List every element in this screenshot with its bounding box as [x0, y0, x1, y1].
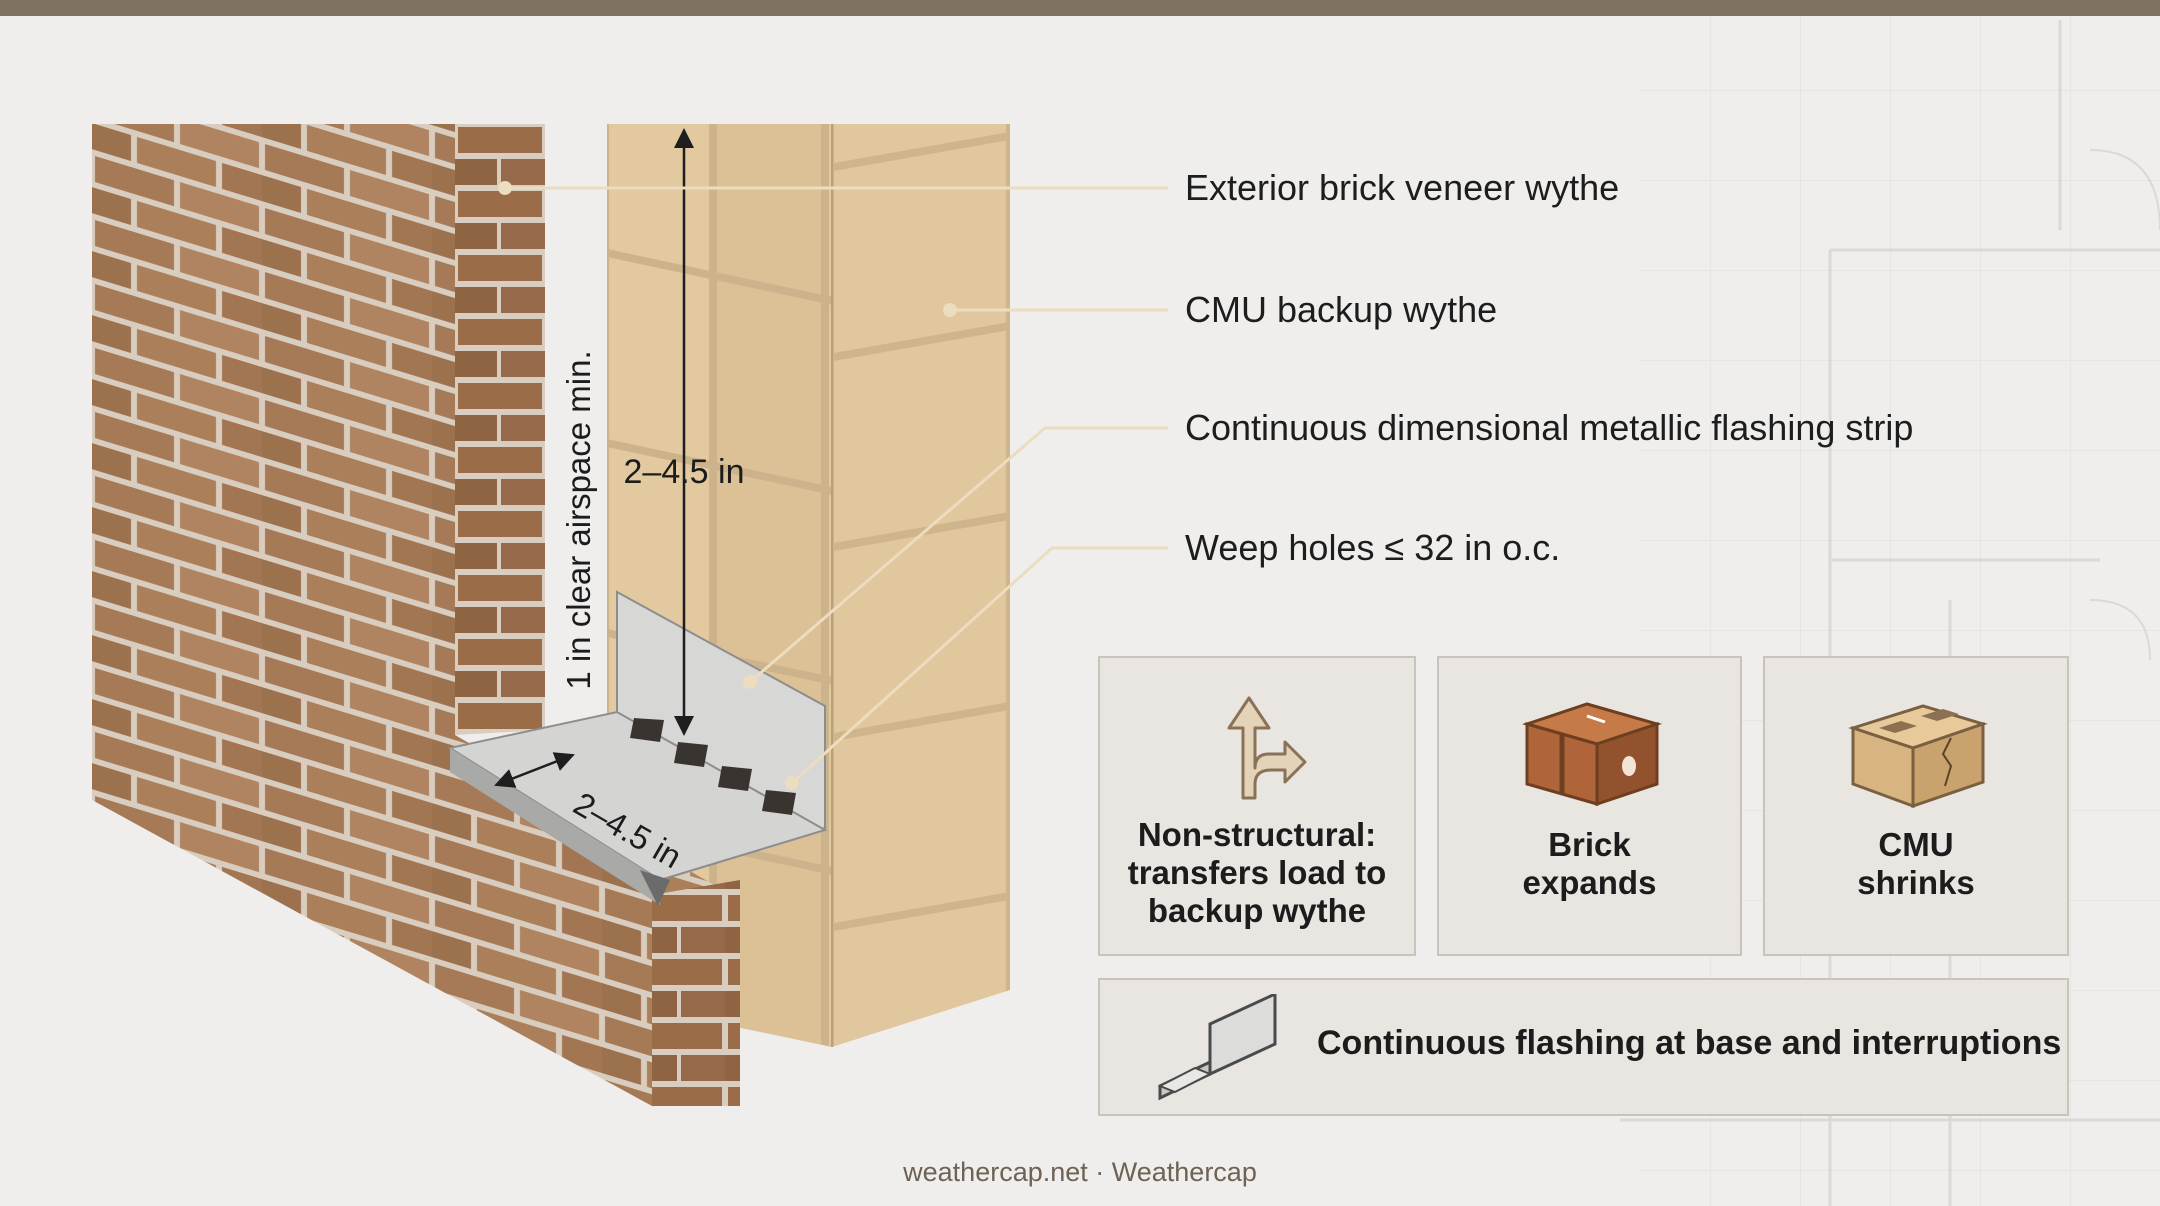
card-continuous-flashing: Continuous flashing at base and interrup… [1098, 978, 2069, 1116]
top-accent-bar [0, 0, 2160, 16]
card-nonstructural: Non-structural: transfers load to backup… [1098, 656, 1416, 956]
card-brick-line-1: Brick [1548, 826, 1631, 863]
airspace-dimension-label: 1 in clear airspace min. [560, 350, 597, 689]
card-cmu-line-2: shrinks [1857, 864, 1975, 901]
weep-hole-markers [630, 718, 796, 815]
callout-weep-holes: Weep holes ≤ 32 in o.c. [1185, 527, 1561, 568]
card-cmu-line-1: CMU [1878, 826, 1954, 863]
card-nonstructural-line-3: backup wythe [1147, 892, 1367, 929]
brick-expands-icon [1521, 702, 1663, 807]
card-brick-expands: Brick expands [1437, 656, 1742, 956]
card-brick-line-2: expands [1522, 864, 1657, 901]
callout-dots [498, 181, 957, 790]
horizontal-leg-dimension [494, 752, 575, 788]
callout-flashing-strip: Continuous dimensional metallic flashing… [1185, 407, 1914, 448]
vertical-leg-label: 2–4.5 in [624, 453, 745, 491]
card-cmu-shrinks: CMU shrinks [1763, 656, 2069, 956]
flashing-strip-icon [1157, 994, 1277, 1101]
callout-leaders [505, 186, 1168, 785]
card-nonstructural-line-2: transfers load to [1127, 854, 1387, 891]
footer-credit: weathercap.net · Weathercap [903, 1157, 1257, 1187]
card-nonstructural-line-1: Non-structural: [1137, 816, 1377, 853]
brick-veneer-wythe [92, 124, 740, 1106]
card-continuous-flashing-label: Continuous flashing at base and interrup… [1317, 1024, 2062, 1062]
arrow-split-icon [1227, 696, 1307, 800]
callout-cmu-backup: CMU backup wythe [1185, 289, 1498, 330]
callout-exterior-brick: Exterior brick veneer wythe [1185, 167, 1620, 208]
cmu-block-icon [1848, 704, 1988, 809]
